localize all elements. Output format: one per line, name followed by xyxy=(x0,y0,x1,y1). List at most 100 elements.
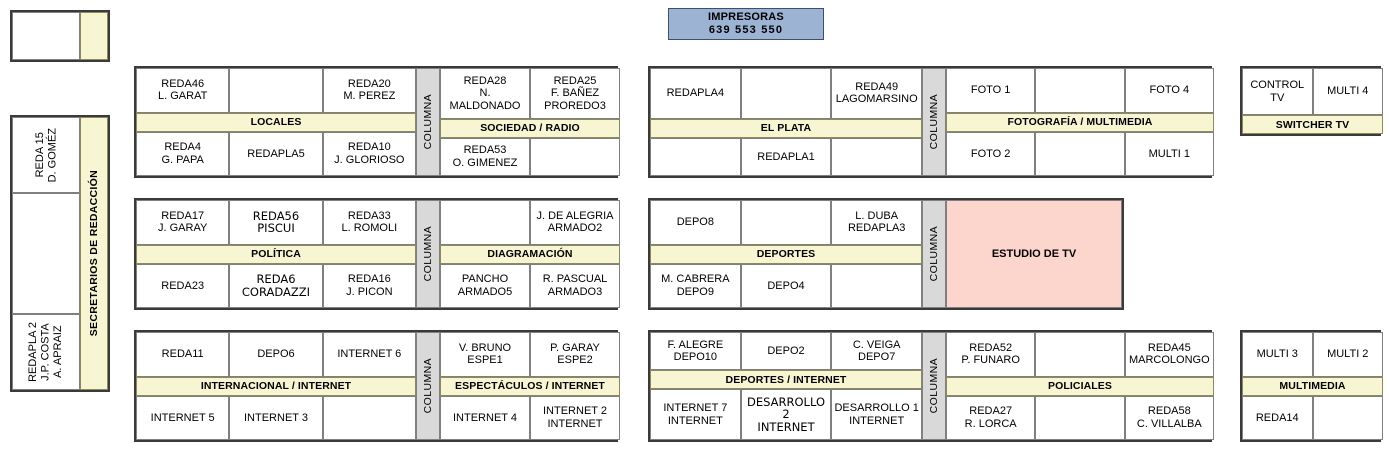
desk-group-banner: DEPORTES xyxy=(650,244,922,264)
desk-cell-empty[interactable] xyxy=(229,68,323,113)
desk-cell-line: INTERNET 6 xyxy=(337,348,402,360)
desk-cell-line: REDA16 xyxy=(347,273,391,286)
desk-cell-line: DEPO2 xyxy=(767,344,805,357)
desk-cell-line: INTERNET xyxy=(757,419,815,434)
printers-codes: 639 553 550 xyxy=(708,24,784,36)
desk-cell-line: CONTROL TV xyxy=(1250,79,1305,104)
desk-cell-empty[interactable] xyxy=(1035,332,1125,377)
desk-cell[interactable]: MULTI 1 xyxy=(1124,131,1214,176)
desk-cell-empty[interactable] xyxy=(440,200,530,245)
desk-cell-line: INTERNET xyxy=(547,417,603,430)
desk-cell-line: PROREDO3 xyxy=(544,99,606,112)
desk-cell[interactable]: MULTI 4 xyxy=(1312,68,1383,115)
sidebar-secretarios-block: REDA 15 D. GOMÉZ REDAPLA 2 J.P. COSTA A.… xyxy=(10,115,110,392)
desk-cell-empty[interactable] xyxy=(831,263,923,308)
desk-cell[interactable]: INTERNET 5 xyxy=(136,395,230,440)
desk-cell[interactable]: REDAPLA4 xyxy=(650,68,741,119)
desk-cell-empty[interactable] xyxy=(530,137,620,176)
desk-cell[interactable]: DEPO4 xyxy=(740,263,832,308)
desk-cell-line: P. FUNARO xyxy=(961,354,1020,367)
desk-cell-line: INTERNET 3 xyxy=(244,411,308,424)
desk-cell[interactable]: INTERNET 4 xyxy=(440,395,530,440)
desk-cell[interactable]: INTERNET 6 xyxy=(322,332,416,377)
desk-cell-empty[interactable] xyxy=(650,137,741,176)
desk-cell[interactable]: REDA14 xyxy=(1242,395,1313,440)
desk-cell-line: DEPO4 xyxy=(767,279,805,292)
printers-title: IMPRESORAS xyxy=(708,11,784,23)
desk-cell-line: G. PAPA xyxy=(161,153,204,166)
sidebar-cell-0[interactable]: REDA 15 D. GOMÉZ xyxy=(12,117,80,193)
desk-cell-empty[interactable] xyxy=(322,395,416,440)
desk-cell[interactable]: REDA23 xyxy=(136,263,230,308)
desk-cell[interactable]: INTERNET 3 xyxy=(229,395,323,440)
desk-cell-empty[interactable] xyxy=(1035,395,1125,440)
sidebar-top-empty-cell[interactable] xyxy=(12,12,80,60)
desk-cell-empty[interactable] xyxy=(831,137,923,176)
desk-cell-line: REDA4 xyxy=(164,141,201,154)
desk-cell-line: REDAPLA5 xyxy=(247,147,305,160)
desk-group-bottom-row: REDA14 xyxy=(1242,395,1383,440)
desk-cell[interactable]: FOTO 4 xyxy=(1124,68,1214,113)
desk-cell-line: MULTI 2 xyxy=(1327,348,1369,360)
desk-cell-empty[interactable] xyxy=(1312,395,1383,440)
desk-cell[interactable]: FOTO 2 xyxy=(946,131,1036,176)
desk-cell[interactable]: REDA11 xyxy=(136,332,230,377)
desk-cell[interactable]: DEPO8 xyxy=(650,200,741,245)
desk-cell[interactable]: CONTROL TV xyxy=(1242,68,1313,115)
desk-group-banner: POLICIALES xyxy=(946,376,1214,396)
desk-cell-empty[interactable] xyxy=(1035,131,1125,176)
sidebar-cell-1[interactable] xyxy=(12,193,80,314)
desk-cell[interactable]: REDAPLA1 xyxy=(740,137,832,176)
desk-cell-line: PANCHO xyxy=(461,273,509,286)
desk-cell-empty[interactable] xyxy=(740,68,832,119)
desk-cell[interactable]: FOTO 1 xyxy=(946,68,1036,113)
desk-group-banner: ESPECTÁCULOS / INTERNET xyxy=(440,376,620,396)
desk-cell-line: C. VILLALBA xyxy=(1136,417,1202,430)
desk-cell-empty[interactable] xyxy=(740,200,832,245)
desk-cell[interactable]: DEPO2 xyxy=(740,332,832,371)
desk-cell-empty[interactable] xyxy=(1035,68,1125,113)
desk-cell-line: REDA28 xyxy=(463,74,507,87)
desk-cell[interactable]: REDAPLA5 xyxy=(229,131,323,176)
desk-cell[interactable]: MULTI 2 xyxy=(1312,332,1383,377)
estudio-de-tv-area[interactable]: ESTUDIO DE TV xyxy=(946,200,1122,308)
columna-label: COLUMNA xyxy=(928,358,940,414)
desk-cell[interactable]: DEPO6 xyxy=(229,332,323,377)
desk-cell[interactable]: MULTI 3 xyxy=(1242,332,1313,377)
sidebar-cell-2[interactable]: REDAPLA 2 J.P. COSTA A. APRAIZ xyxy=(12,314,80,390)
